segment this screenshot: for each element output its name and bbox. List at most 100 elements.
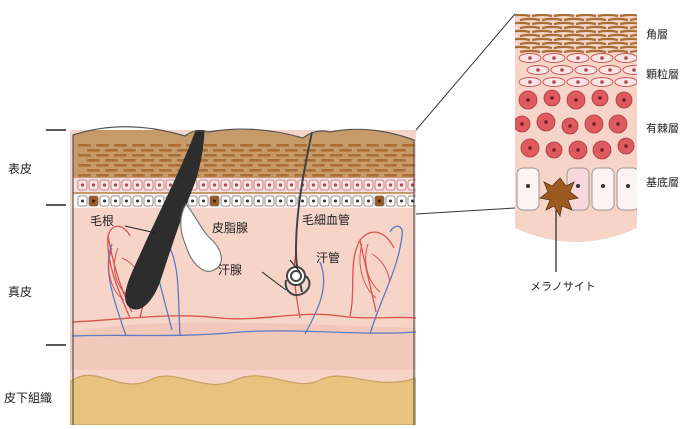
zoom-spinous-nucleus	[600, 148, 604, 152]
corneum-cell	[348, 174, 361, 177]
zoom-corneum-cell	[510, 47, 530, 48]
corneum-cell	[213, 159, 226, 162]
corneum-cell	[150, 174, 163, 177]
corneum-cell	[312, 174, 325, 177]
corneum-cell	[87, 169, 100, 172]
corneum-cell	[204, 174, 217, 177]
zoom-corneum-cell	[542, 27, 562, 28]
zoom-spinous-nucleus	[520, 122, 524, 126]
zoom-corneum-cell	[586, 51, 606, 52]
zoom-corneum-cell	[576, 47, 596, 48]
corneum-cell	[339, 149, 352, 152]
zoom-spinous-nucleus	[624, 144, 628, 148]
zoom-corneum-cell	[598, 39, 618, 40]
label-epidermis: 表皮	[8, 162, 32, 176]
zoom-corneum-cell	[510, 31, 530, 32]
corneum-cell	[348, 144, 361, 147]
zoom-spinous-nucleus	[550, 96, 554, 100]
corneum-cell	[312, 164, 325, 167]
zoom-basal-cells	[517, 168, 639, 210]
zoom-cylinder	[510, 14, 650, 264]
corneum-cell	[114, 164, 127, 167]
skin-block	[70, 116, 417, 425]
corneum-cell	[141, 169, 154, 172]
zoom-corneum-cell	[554, 47, 574, 48]
corneum-cell	[348, 164, 361, 167]
zoom-corneum-cell	[542, 35, 562, 36]
corneum-cell	[249, 159, 262, 162]
corneum-cell	[375, 169, 388, 172]
label-stratum-granulosum: 顆粒層	[646, 67, 679, 81]
corneum-cell	[276, 144, 289, 147]
zoom-corneum-cell	[564, 19, 584, 20]
zoom-corneum-cell	[608, 35, 628, 36]
zoom-granular-nucleus	[576, 80, 580, 84]
zoom-basal-nucleus	[601, 184, 605, 188]
basal-nucleus	[268, 200, 271, 203]
corneum-cell	[141, 159, 154, 162]
spinous-nucleus	[257, 183, 260, 186]
corneum-cell	[114, 154, 127, 157]
spinous-nucleus	[323, 183, 326, 186]
basal-nucleus	[334, 200, 337, 203]
corneum-cell	[330, 144, 343, 147]
corneum-cell	[204, 154, 217, 157]
zoom-corneum-cell	[554, 31, 574, 32]
corneum-cell	[276, 154, 289, 157]
zoom-basal-cell	[517, 168, 539, 210]
zoom-granular-nucleus	[600, 80, 604, 84]
zoom-granular-nucleus	[576, 56, 580, 60]
corneum-cell	[159, 149, 172, 152]
corneum-cell	[285, 169, 298, 172]
corneum-cell	[240, 174, 253, 177]
subcutaneous-fat	[70, 375, 416, 425]
zoom-connectors	[416, 14, 515, 214]
basal-nucleus	[147, 200, 150, 203]
basal-nucleus	[279, 200, 282, 203]
corneum-cell	[249, 169, 262, 172]
basal-nucleus	[136, 200, 139, 203]
corneum-cell	[87, 149, 100, 152]
zoom-corneum-cell	[520, 19, 540, 20]
corneum-cell	[294, 154, 307, 157]
label-stratum-spinosum: 有棘層	[646, 121, 679, 135]
zoom-corneum-cell	[608, 27, 628, 28]
corneum-cell	[384, 144, 397, 147]
spinous-nucleus	[268, 183, 271, 186]
zoom-corneum-cell	[520, 43, 540, 44]
basal-nucleus	[312, 200, 315, 203]
corneum-cell	[258, 154, 271, 157]
corneum-cell	[96, 144, 109, 147]
zoom-corneum-cell	[532, 31, 552, 32]
melanocyte	[540, 178, 578, 216]
zoom-corneum-cell	[564, 43, 584, 44]
corneum-cell	[123, 149, 136, 152]
corneum-cell	[204, 164, 217, 167]
zoom-corneum-cell	[520, 35, 540, 36]
zoom-spinous-nucleus	[528, 146, 532, 150]
basal-nucleus	[400, 200, 403, 203]
zoom-corneum-cell	[598, 15, 618, 16]
zoom-corneum-cell	[542, 19, 562, 20]
corneum-cell	[78, 174, 91, 177]
corneum-cell	[240, 164, 253, 167]
basal-nucleus	[213, 200, 216, 203]
corneum-cell	[96, 164, 109, 167]
corneum-cell	[123, 159, 136, 162]
corneum-cell	[114, 174, 127, 177]
spinous-nucleus	[224, 183, 227, 186]
zoom-corneum-cell	[608, 43, 628, 44]
corneum-cell	[231, 169, 244, 172]
spinous-nucleus	[81, 183, 84, 186]
zoom-corneum-cell	[564, 35, 584, 36]
spinous-nucleus	[378, 183, 381, 186]
zoom-spinous-nucleus	[574, 98, 578, 102]
zoom-corneum-cell	[598, 23, 618, 24]
spinous-nucleus	[312, 183, 315, 186]
zoom-corneum-cell	[510, 23, 530, 24]
zoom-corneum-cell	[532, 23, 552, 24]
corneum-cell	[150, 164, 163, 167]
zoom-corneum-cell	[532, 39, 552, 40]
zoom-corneum-cell	[532, 47, 552, 48]
